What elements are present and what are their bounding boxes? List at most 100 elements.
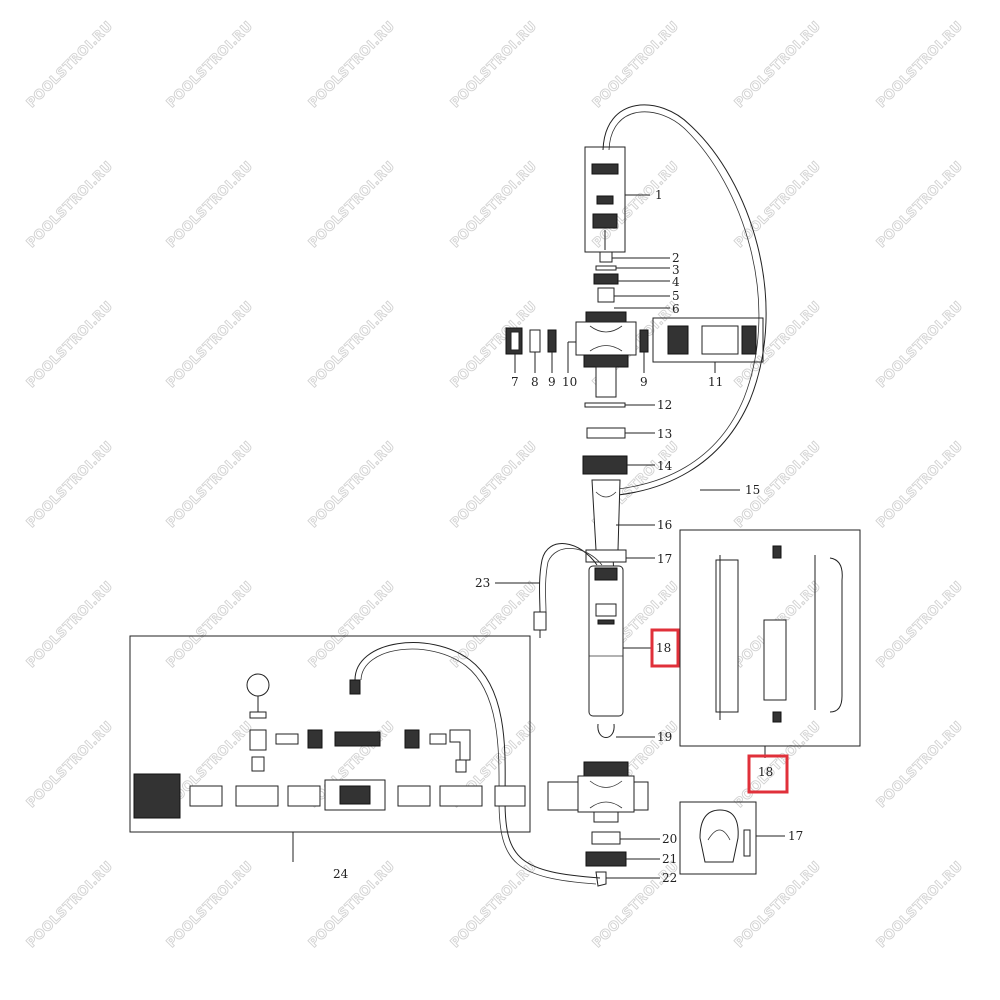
callout-21: 21 bbox=[662, 852, 677, 866]
watermark-text: POOLSTROI.RU bbox=[24, 159, 116, 251]
watermark-text: POOLSTROI.RU bbox=[448, 19, 540, 111]
watermark-text: POOLSTROI.RU bbox=[874, 299, 966, 391]
watermark-text: POOLSTROI.RU bbox=[590, 19, 682, 111]
callout-23: 23 bbox=[475, 576, 490, 590]
detail-18-bar bbox=[763, 619, 787, 701]
watermark-text: POOLSTROI.RU bbox=[24, 299, 116, 391]
pipe-small-1 bbox=[275, 733, 299, 745]
tee-bottom-nut bbox=[583, 761, 629, 777]
part-3 bbox=[595, 265, 617, 271]
power-cord-23 bbox=[539, 543, 598, 613]
pipe-b bbox=[235, 785, 279, 807]
callout-3: 3 bbox=[672, 263, 680, 277]
detail-18-box bbox=[679, 529, 861, 747]
part-1-nut bbox=[596, 195, 614, 205]
callout-8: 8 bbox=[531, 375, 539, 389]
tee-top-inner bbox=[589, 325, 623, 333]
cable-15-inner bbox=[608, 111, 760, 490]
callout-9-right: 9 bbox=[640, 375, 648, 389]
watermark-text: POOLSTROI.RU bbox=[448, 439, 540, 531]
watermark-text: POOLSTROI.RU bbox=[24, 579, 116, 671]
callout-7: 7 bbox=[511, 375, 519, 389]
watermark-text: POOLSTROI.RU bbox=[448, 299, 540, 391]
union-2 bbox=[404, 729, 420, 749]
watermark-text: POOLSTROI.RU bbox=[164, 579, 256, 671]
elbow bbox=[449, 729, 471, 761]
cell-18-top bbox=[594, 567, 618, 581]
callout-11: 11 bbox=[708, 375, 723, 389]
callout-2: 2 bbox=[672, 251, 680, 265]
part-8 bbox=[529, 329, 541, 353]
part-11-nut bbox=[667, 325, 689, 355]
union-1 bbox=[307, 729, 323, 749]
part-1-body bbox=[592, 213, 618, 229]
tee-small-1 bbox=[249, 729, 267, 751]
gauge-base bbox=[249, 711, 267, 719]
watermark-text: POOLSTROI.RU bbox=[24, 859, 116, 951]
watermark-text: POOLSTROI.RU bbox=[306, 859, 398, 951]
callout-17-detail: 17 bbox=[788, 829, 803, 843]
watermark-text: POOLSTROI.RU bbox=[874, 159, 966, 251]
callout-22: 22 bbox=[662, 871, 677, 885]
part-7-ring bbox=[510, 331, 520, 351]
watermark-text: POOLSTROI.RU bbox=[448, 159, 540, 251]
watermark-text: POOLSTROI.RU bbox=[306, 439, 398, 531]
cell-18-display bbox=[595, 603, 617, 617]
tee-top-inner-b bbox=[589, 345, 623, 352]
watermark-text: POOLSTROI.RU bbox=[306, 19, 398, 111]
power-plug bbox=[533, 611, 547, 631]
clip-19 bbox=[597, 723, 615, 738]
tee-top-bottom-nut bbox=[583, 354, 629, 368]
tee-bottom-left-port bbox=[547, 781, 579, 811]
callout-17-main: 17 bbox=[657, 552, 672, 566]
watermark-text: POOLSTROI.RU bbox=[164, 439, 256, 531]
callout-15: 15 bbox=[745, 483, 760, 497]
part-2 bbox=[599, 251, 613, 263]
pipe-small-2 bbox=[429, 733, 447, 745]
cable-15 bbox=[602, 104, 767, 496]
part-9-left bbox=[547, 329, 557, 353]
part-1-cap bbox=[591, 163, 619, 175]
watermark-text: POOLSTROI.RU bbox=[24, 19, 116, 111]
system-24-tube bbox=[354, 642, 601, 879]
pipe-c bbox=[287, 785, 321, 807]
callout-4: 4 bbox=[672, 275, 680, 289]
probe-16-notch bbox=[595, 491, 617, 498]
part-5 bbox=[597, 287, 615, 303]
system-24-box bbox=[129, 635, 531, 833]
part-11-sleeve bbox=[701, 325, 739, 355]
detail-18-nut bbox=[772, 711, 782, 723]
tee-bottom-inner bbox=[589, 780, 623, 788]
tee-bottom-inner-b bbox=[589, 801, 623, 809]
cell-18-btns bbox=[597, 619, 615, 625]
pipe-f bbox=[494, 785, 526, 807]
pipe-e bbox=[439, 785, 483, 807]
watermark-text: POOLSTROI.RU bbox=[306, 159, 398, 251]
callout-1: 1 bbox=[655, 188, 663, 202]
watermark-text: POOLSTROI.RU bbox=[24, 719, 116, 811]
callout-5: 5 bbox=[672, 289, 680, 303]
part-21 bbox=[585, 851, 627, 867]
probe-16 bbox=[591, 479, 621, 551]
highlight-18-cell bbox=[650, 628, 680, 668]
watermark-text: POOLSTROI.RU bbox=[874, 19, 966, 111]
watermark-text: POOLSTROI.RU bbox=[24, 439, 116, 531]
callout-18-cell: 18 bbox=[656, 641, 671, 655]
cell-18 bbox=[588, 565, 624, 717]
detail-18-plate-left bbox=[715, 559, 739, 713]
watermark-text: POOLSTROI.RU bbox=[732, 859, 824, 951]
pressure-gauge bbox=[246, 673, 270, 697]
callout-14: 14 bbox=[657, 459, 673, 473]
watermark-text: POOLSTROI.RU bbox=[874, 439, 966, 531]
watermark-text: POOLSTROI.RU bbox=[306, 299, 398, 391]
highlight-18-detail bbox=[747, 754, 789, 794]
callout-13: 13 bbox=[657, 427, 672, 441]
detail-17-screw bbox=[743, 829, 751, 857]
check-valve bbox=[251, 756, 265, 772]
tee-bottom-right-port bbox=[633, 781, 649, 811]
venturi-body bbox=[334, 731, 381, 747]
watermark-text: POOLSTROI.RU bbox=[164, 159, 256, 251]
pipe-a bbox=[189, 785, 223, 807]
part-11-box bbox=[652, 317, 764, 363]
